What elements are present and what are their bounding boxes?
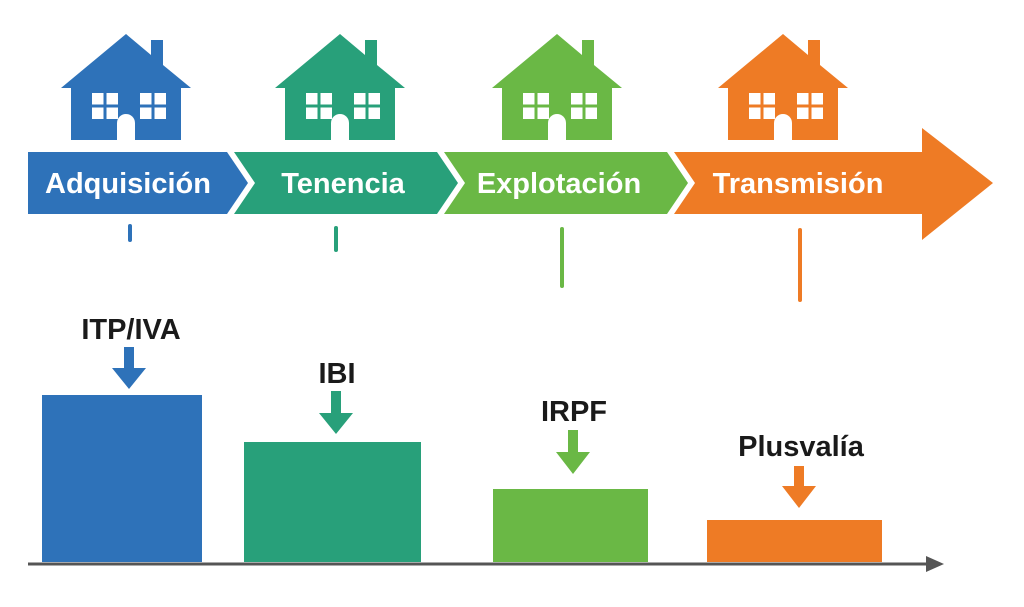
arrow-down-icon-plusvalia	[782, 466, 816, 508]
house-icon-adquisicion	[61, 34, 191, 140]
tax-bar-itp-iva	[42, 395, 202, 562]
stage-label-transmision: Transmisión	[713, 168, 884, 200]
stage-label-adquisicion: Adquisición	[45, 168, 211, 200]
stage-segment-tenencia	[234, 152, 458, 214]
house-icon-tenencia	[275, 34, 405, 140]
stage-label-explotacion: Explotación	[477, 168, 641, 200]
stage-segment-adquisicion	[28, 152, 248, 214]
tax-label-irpf: IRPF	[541, 396, 607, 428]
tax-label-ibi: IBI	[318, 358, 355, 390]
arrow-down-icon-ibi	[319, 391, 353, 434]
stage-label-tenencia: Tenencia	[281, 168, 405, 200]
tax-bar-irpf	[493, 489, 648, 562]
tax-label-itp-iva: ITP/IVA	[81, 314, 180, 346]
house-icon-transmision	[718, 34, 848, 140]
arrow-down-icon-itp-iva	[112, 347, 146, 389]
stage-segment-explotacion	[444, 152, 688, 214]
tax-bar-ibi	[244, 442, 421, 562]
house-icon-explotacion	[492, 34, 622, 140]
tax-bar-plusvalia	[707, 520, 882, 562]
baseline-axis-arrowhead	[926, 556, 944, 572]
tax-label-plusvalia: Plusvalía	[738, 431, 865, 463]
arrow-down-icon-irpf	[556, 430, 590, 474]
stage-segment-transmision	[674, 128, 993, 240]
